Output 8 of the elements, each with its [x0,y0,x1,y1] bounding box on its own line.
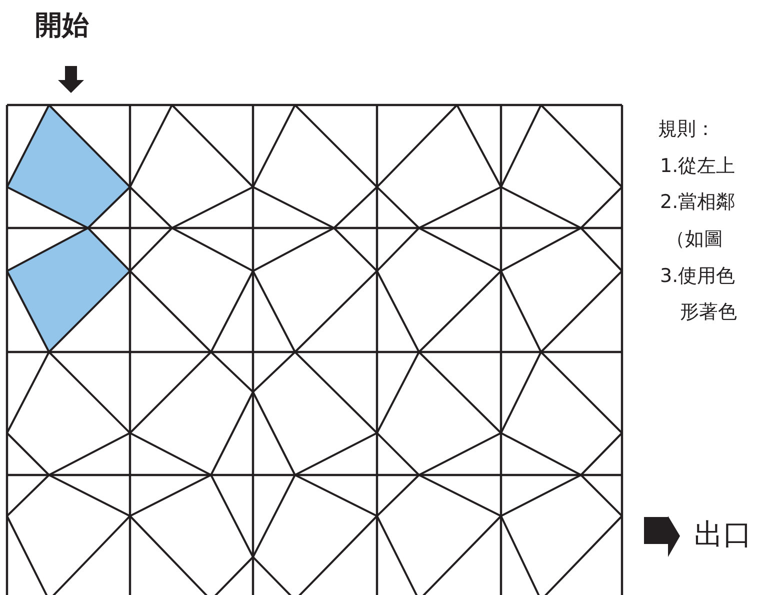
rule-text: 2.當相鄰 [660,193,736,212]
rule-text: （如圖 [666,230,723,249]
rule-text: 1.從左上 [660,157,736,176]
rules-heading: 規則： [658,120,715,139]
rule-text: 形著色 [680,303,737,322]
exit-label: 出口 [694,520,752,549]
start-label: 開始 [35,12,89,39]
rule-text: 3.使用色 [660,267,736,286]
